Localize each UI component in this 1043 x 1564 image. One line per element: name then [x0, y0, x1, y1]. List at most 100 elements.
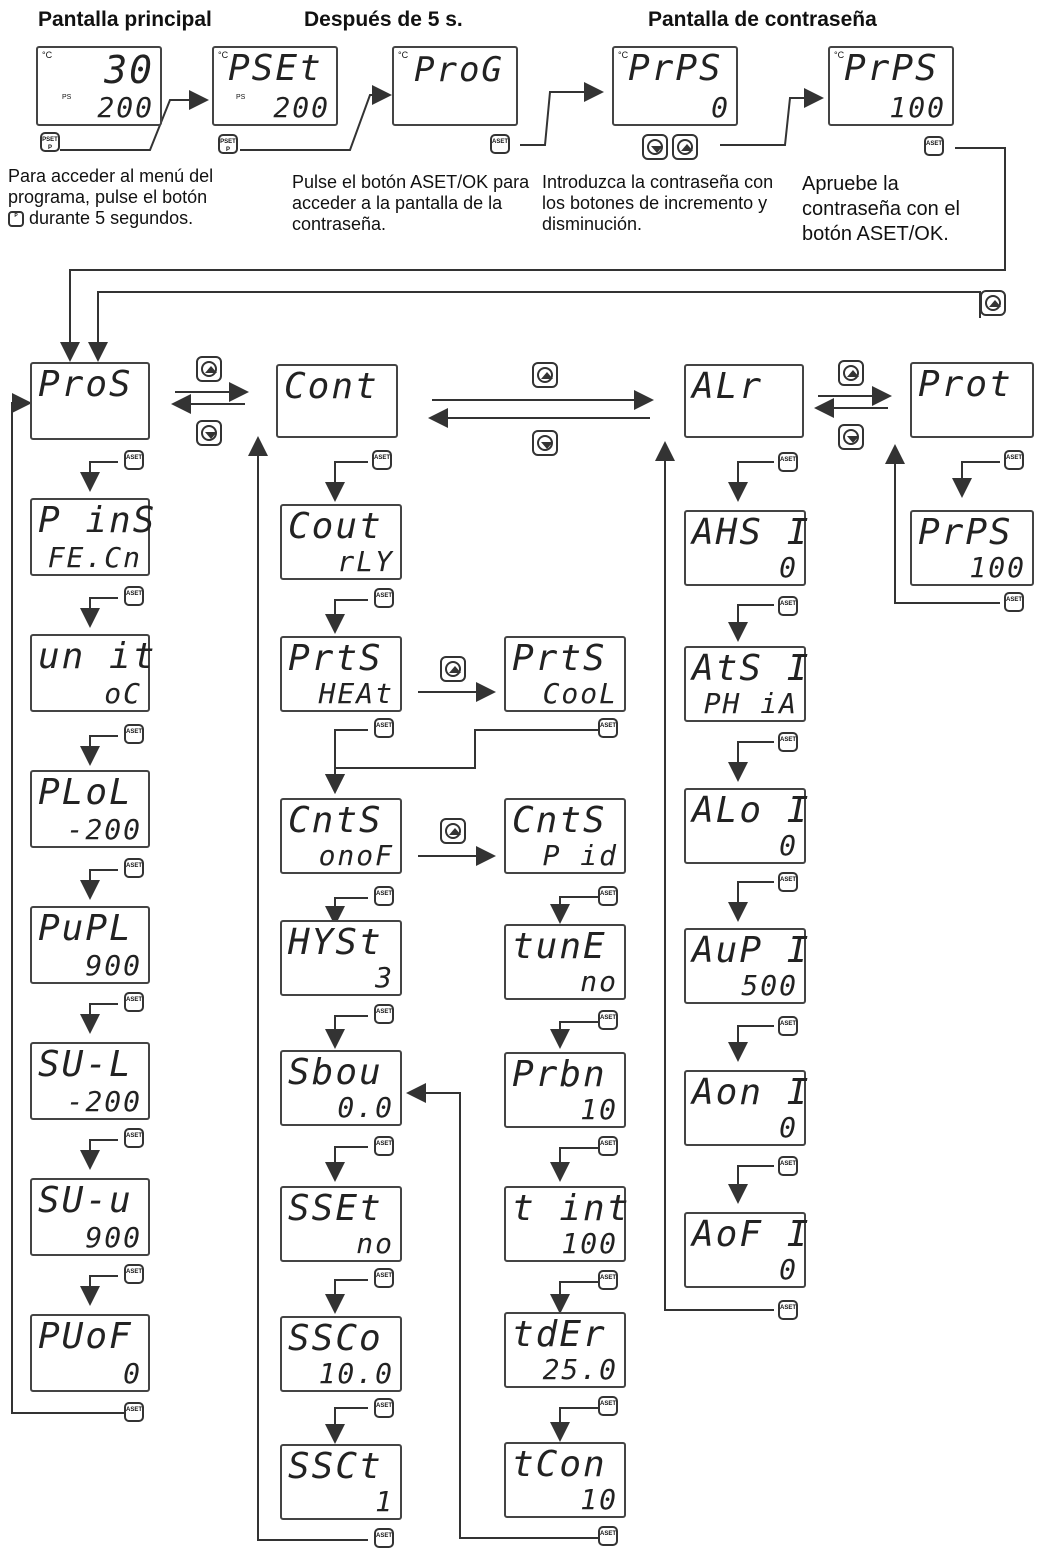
aset-button[interactable]: ASET — [124, 450, 144, 470]
note-approve-password: Apruebe la contraseña con el botón ASET/… — [802, 173, 960, 245]
aset-button[interactable]: ASET — [778, 872, 798, 892]
down-button[interactable] — [196, 420, 222, 446]
display-plol: PLoL-200 — [30, 770, 150, 848]
aset-button[interactable]: ASET — [124, 1402, 144, 1422]
aset-button[interactable]: ASET — [374, 588, 394, 608]
aset-button[interactable]: ASET — [124, 724, 144, 744]
aset-button[interactable]: ASET — [598, 1136, 618, 1156]
note-aset-ok: Pulse el botón ASET/OK para acceder a la… — [292, 172, 530, 234]
display-prog: °C ProG — [392, 46, 518, 126]
display-prot: Prot — [910, 362, 1034, 438]
aset-button[interactable]: ASET — [374, 718, 394, 738]
up-button[interactable] — [672, 134, 698, 160]
display-pros: ProS — [30, 362, 150, 440]
display-pset: °C PS PSEt 200 — [212, 46, 338, 126]
aset-button[interactable]: ASET — [374, 1528, 394, 1548]
aset-button[interactable]: ASET — [1004, 450, 1024, 470]
aset-button-prog[interactable]: ASET — [490, 134, 510, 154]
aset-button[interactable]: ASET — [598, 718, 618, 738]
down-button[interactable] — [532, 430, 558, 456]
aset-button[interactable]: ASET — [374, 886, 394, 906]
up-button[interactable] — [440, 818, 466, 844]
aset-button[interactable]: ASET — [598, 886, 618, 906]
down-arrow-icon — [847, 436, 859, 443]
down-arrow-icon — [541, 442, 553, 449]
aset-button[interactable]: ASET — [124, 992, 144, 1012]
aset-button[interactable]: ASET — [374, 1136, 394, 1156]
aset-button[interactable]: ASET — [124, 1264, 144, 1284]
aset-button[interactable]: ASET — [124, 586, 144, 606]
note-enter-password: Introduzca la contraseña con los botones… — [542, 172, 774, 234]
aset-button[interactable]: ASET — [598, 1526, 618, 1546]
up-button[interactable] — [440, 656, 466, 682]
aset-button[interactable]: ASET — [372, 450, 392, 470]
up-arrow-icon — [205, 366, 217, 373]
up-arrow-icon — [989, 300, 1001, 307]
aset-button[interactable]: ASET — [1004, 592, 1024, 612]
display-prps-100: °C PrPS 100 — [828, 46, 954, 126]
aset-button[interactable]: ASET — [778, 1156, 798, 1176]
aset-button[interactable]: ASET — [374, 1398, 394, 1418]
display-su-l: SU-L-200 — [30, 1042, 150, 1120]
up-arrow-icon — [541, 372, 553, 379]
up-arrow-icon — [681, 144, 693, 151]
header-main-screen: Pantalla principal — [38, 8, 212, 31]
note-access-menu: Para acceder al menú del programa, pulse… — [8, 166, 214, 228]
aset-button[interactable]: ASET — [124, 1128, 144, 1148]
aset-button[interactable]: ASET — [778, 1300, 798, 1320]
aset-button-approve[interactable]: ASET — [924, 136, 944, 156]
aset-button[interactable]: ASET — [778, 1016, 798, 1036]
header-password-screen: Pantalla de contraseña — [648, 8, 877, 31]
aset-button[interactable]: ASET — [778, 596, 798, 616]
aset-button[interactable]: ASET — [598, 1396, 618, 1416]
up-arrow-icon — [449, 828, 461, 835]
up-button-menu[interactable] — [980, 290, 1006, 316]
aset-button[interactable]: ASET — [778, 452, 798, 472]
display-alr: ALr — [684, 364, 804, 438]
down-button[interactable] — [838, 424, 864, 450]
aset-button[interactable]: ASET — [124, 858, 144, 878]
up-button[interactable] — [196, 356, 222, 382]
up-arrow-icon — [449, 666, 461, 673]
pset-inline-icon: P — [8, 211, 24, 228]
aset-button[interactable]: ASET — [374, 1004, 394, 1024]
aset-button[interactable]: ASET — [778, 732, 798, 752]
down-arrow-icon — [205, 432, 217, 439]
up-arrow-icon — [847, 370, 859, 377]
up-button[interactable] — [532, 362, 558, 388]
display-main: °C PS 30 200 — [36, 46, 162, 126]
display-prps-0: °C PrPS 0 — [612, 46, 738, 126]
display-cont: Cont — [276, 364, 398, 438]
down-button[interactable] — [642, 134, 668, 160]
up-button[interactable] — [838, 360, 864, 386]
aset-button[interactable]: ASET — [598, 1010, 618, 1030]
aset-button[interactable]: ASET — [598, 1270, 618, 1290]
aset-button[interactable]: ASET — [374, 1268, 394, 1288]
